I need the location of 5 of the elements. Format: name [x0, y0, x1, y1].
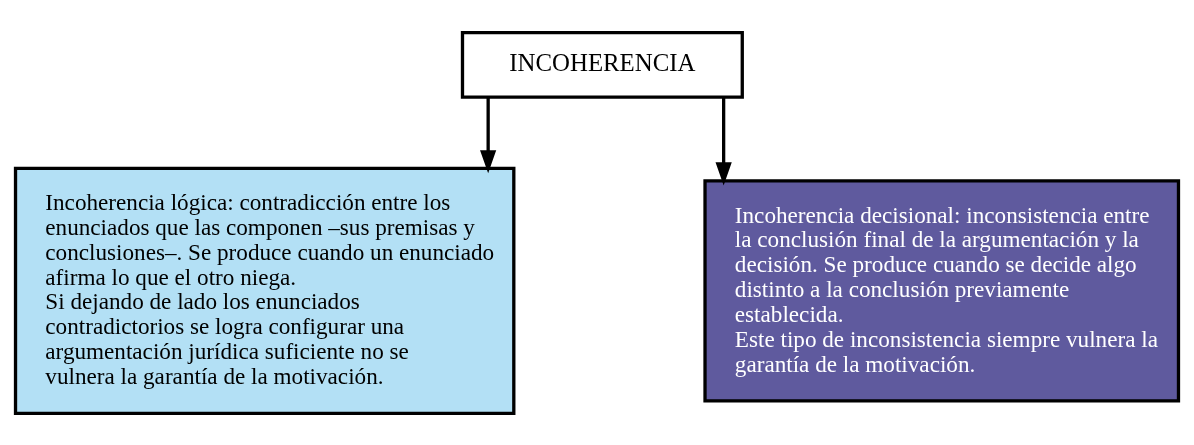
arrow: [480, 96, 497, 173]
arrow: [715, 96, 732, 185]
node-box: INCOHERENCIA: [460, 30, 744, 99]
node-box: Incoherencia decisional: inconsistencia entre la conclusión final de la argumentación y la decisión. Se produce cuando se decide algo distinto a la conclusión previamente establecida. Este tipo de inconsistencia siempre vulnera la garantía de la motivación.: [703, 178, 1181, 403]
node-box: Incoherencia lógica: contradicción entre los enunciados que las componen –sus premisas y conclusiones–. Se produce cuando un enunciado afirma lo que el otro niega. Si dejando de lado los enunciados contradictorios se logra configurar una argumentación jurídica suficiente no se vulnera la garantía de la motivación.: [13, 166, 516, 415]
